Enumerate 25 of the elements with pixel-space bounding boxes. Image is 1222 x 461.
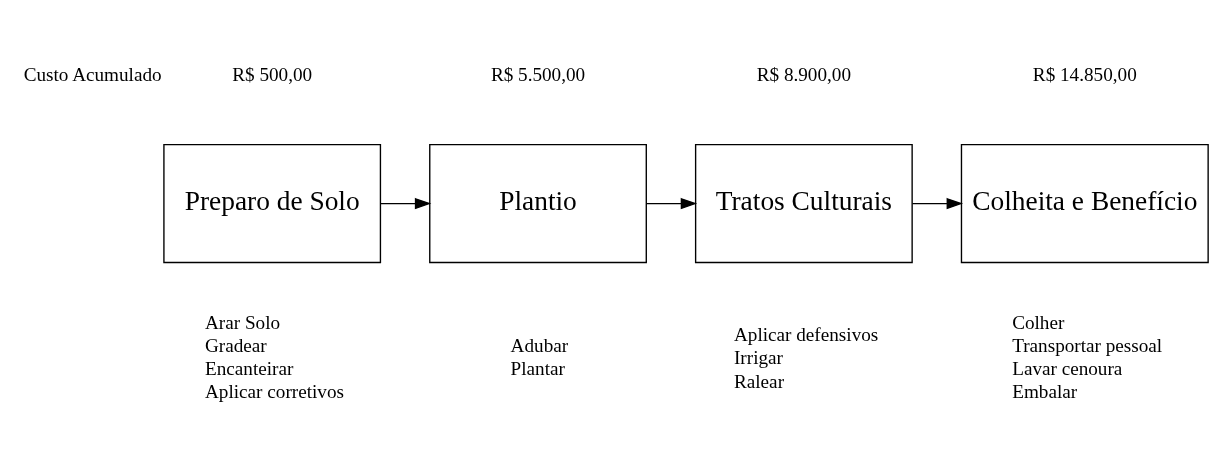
node-label: Aplicar corretivos bbox=[205, 380, 344, 402]
node-label: Transportar pessoal bbox=[1012, 334, 1163, 356]
node-label: Gradear bbox=[205, 334, 267, 356]
arrow bbox=[645, 197, 698, 209]
node-label: Adubar bbox=[510, 334, 569, 356]
node-label: Ralear bbox=[733, 370, 785, 391]
node-label: R$ 5.500,00 bbox=[490, 63, 586, 85]
node-label: Encanteirar bbox=[205, 357, 294, 379]
node-label: Irrigar bbox=[733, 346, 783, 368]
node-label: R$ 14.850,00 bbox=[1032, 63, 1137, 85]
node-label: Embalar bbox=[1012, 380, 1078, 402]
node-label: R$ 500,00 bbox=[232, 63, 313, 85]
node-box: Tratos Culturais bbox=[694, 143, 913, 263]
node-label: R$ 8.900,00 bbox=[756, 63, 852, 85]
node-label: Lavar cenoura bbox=[1012, 357, 1123, 379]
node-box: Colheita e Benefício bbox=[960, 143, 1209, 263]
node-label: Arar Solo bbox=[205, 311, 281, 333]
node-box: Plantio bbox=[429, 143, 647, 263]
node-label: Aplicar defensivos bbox=[733, 323, 879, 345]
node-label: Plantar bbox=[510, 357, 565, 379]
arrow bbox=[380, 197, 432, 209]
arrow bbox=[911, 197, 964, 209]
node-box: Preparo de Solo bbox=[163, 143, 382, 263]
node-label: Colher bbox=[1012, 311, 1065, 333]
label: Custo Acumulado bbox=[23, 63, 162, 85]
